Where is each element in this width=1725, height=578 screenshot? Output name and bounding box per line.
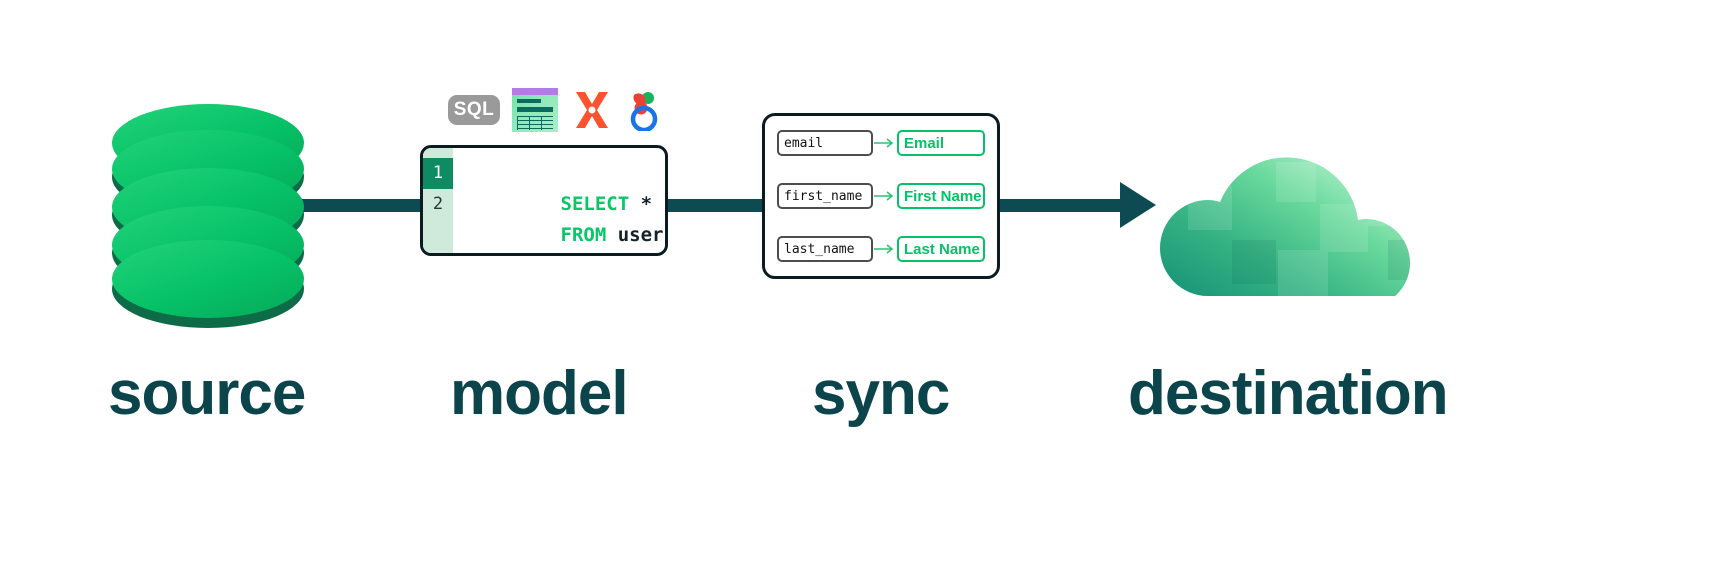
code-line-2: FROM users; [469,189,665,246]
mapping-arrow-icon [874,138,894,148]
model-tool-icons: SQL [448,88,664,132]
sql-keyword-select: SELECT [560,193,630,215]
label-source: source [108,359,306,428]
destination-field-email[interactable]: Email [897,130,985,156]
sync-mapping-card[interactable]: email Email first_name First Name last_n… [762,113,1000,279]
connector-model-to-sync [658,199,770,212]
mapping-arrow-icon [874,191,894,201]
mapping-row[interactable]: last_name Last Name [777,236,985,262]
label-destination: destination [1128,359,1449,428]
line-number-1: 1 [423,158,453,189]
source-field-email[interactable]: email [777,130,873,156]
editor-gutter: 1 2 [423,148,453,253]
source-database-icon [112,104,304,328]
destination-field-first-name[interactable]: First Name [897,183,985,209]
sql-keyword-from: FROM [560,224,607,246]
destination-cloud-icon [1148,100,1448,307]
line-number-2: 2 [432,194,444,214]
sql-badge-icon: SQL [448,95,500,125]
mapping-arrow-icon [874,244,894,254]
source-field-first-name[interactable]: first_name [777,183,873,209]
sql-star: * [629,193,653,215]
label-model: model [450,359,629,428]
mapping-row[interactable]: first_name First Name [777,183,985,209]
source-field-last-name[interactable]: last_name [777,236,873,262]
connector-source-to-model [288,199,428,212]
sql-editor-card[interactable]: 1 2 SELECT * FROM users; [420,145,668,256]
destination-field-last-name[interactable]: Last Name [897,236,985,262]
looker-icon [630,92,658,131]
arrow-head-icon [1120,182,1156,228]
connector-sync-to-destination [996,199,1142,212]
sql-table-name: users; [617,224,665,246]
editor-code-area[interactable]: SELECT * FROM users; [453,148,665,253]
mapping-row[interactable]: email Email [777,130,985,156]
spreadsheet-icon [512,88,558,132]
code-line-1: SELECT * [469,158,665,215]
label-sync: sync [812,359,950,428]
dbt-icon [576,92,608,128]
